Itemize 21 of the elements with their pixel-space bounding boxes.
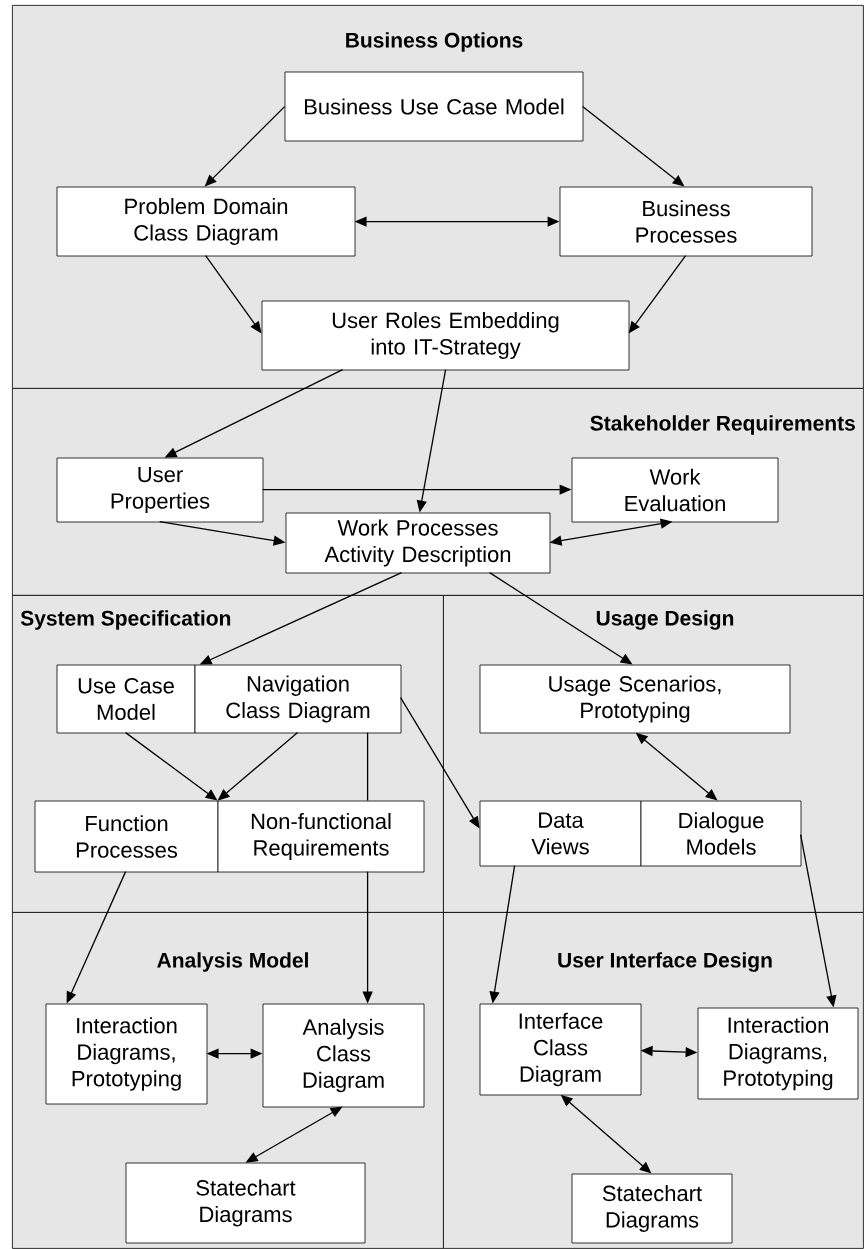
- model-box: Statechart Diagrams: [571, 1173, 733, 1244]
- model-box: User Roles Embedding into IT-Strategy: [261, 300, 630, 371]
- model-box: Use Case Model: [56, 664, 196, 734]
- model-box: User Properties: [56, 457, 264, 523]
- model-box: Business Use Case Model: [284, 71, 584, 142]
- model-box: Navigation Class Diagram: [194, 664, 402, 734]
- model-box: Work Processes Activity Description: [285, 512, 551, 574]
- model-box: Interaction Diagrams, Prototyping: [45, 1003, 208, 1105]
- model-box: Interface Class Diagram: [479, 1003, 642, 1096]
- model-box: Function Processes: [34, 800, 219, 873]
- connector-line: [366, 731, 369, 802]
- model-box: Problem Domain Class Diagram: [56, 186, 356, 257]
- model-box: Interaction Diagrams, Prototyping: [697, 1007, 859, 1100]
- model-box: Data Views: [479, 800, 642, 867]
- model-box: Analysis Class Diagram: [262, 1003, 425, 1108]
- model-box: Statechart Diagrams: [125, 1162, 366, 1244]
- model-box: Usage Scenarios, Prototyping: [479, 664, 791, 734]
- model-box: Dialogue Models: [640, 800, 802, 867]
- model-box: Non-functional Requirements: [217, 800, 425, 873]
- model-box: Work Evaluation: [571, 457, 779, 523]
- model-box: Business Processes: [559, 186, 813, 257]
